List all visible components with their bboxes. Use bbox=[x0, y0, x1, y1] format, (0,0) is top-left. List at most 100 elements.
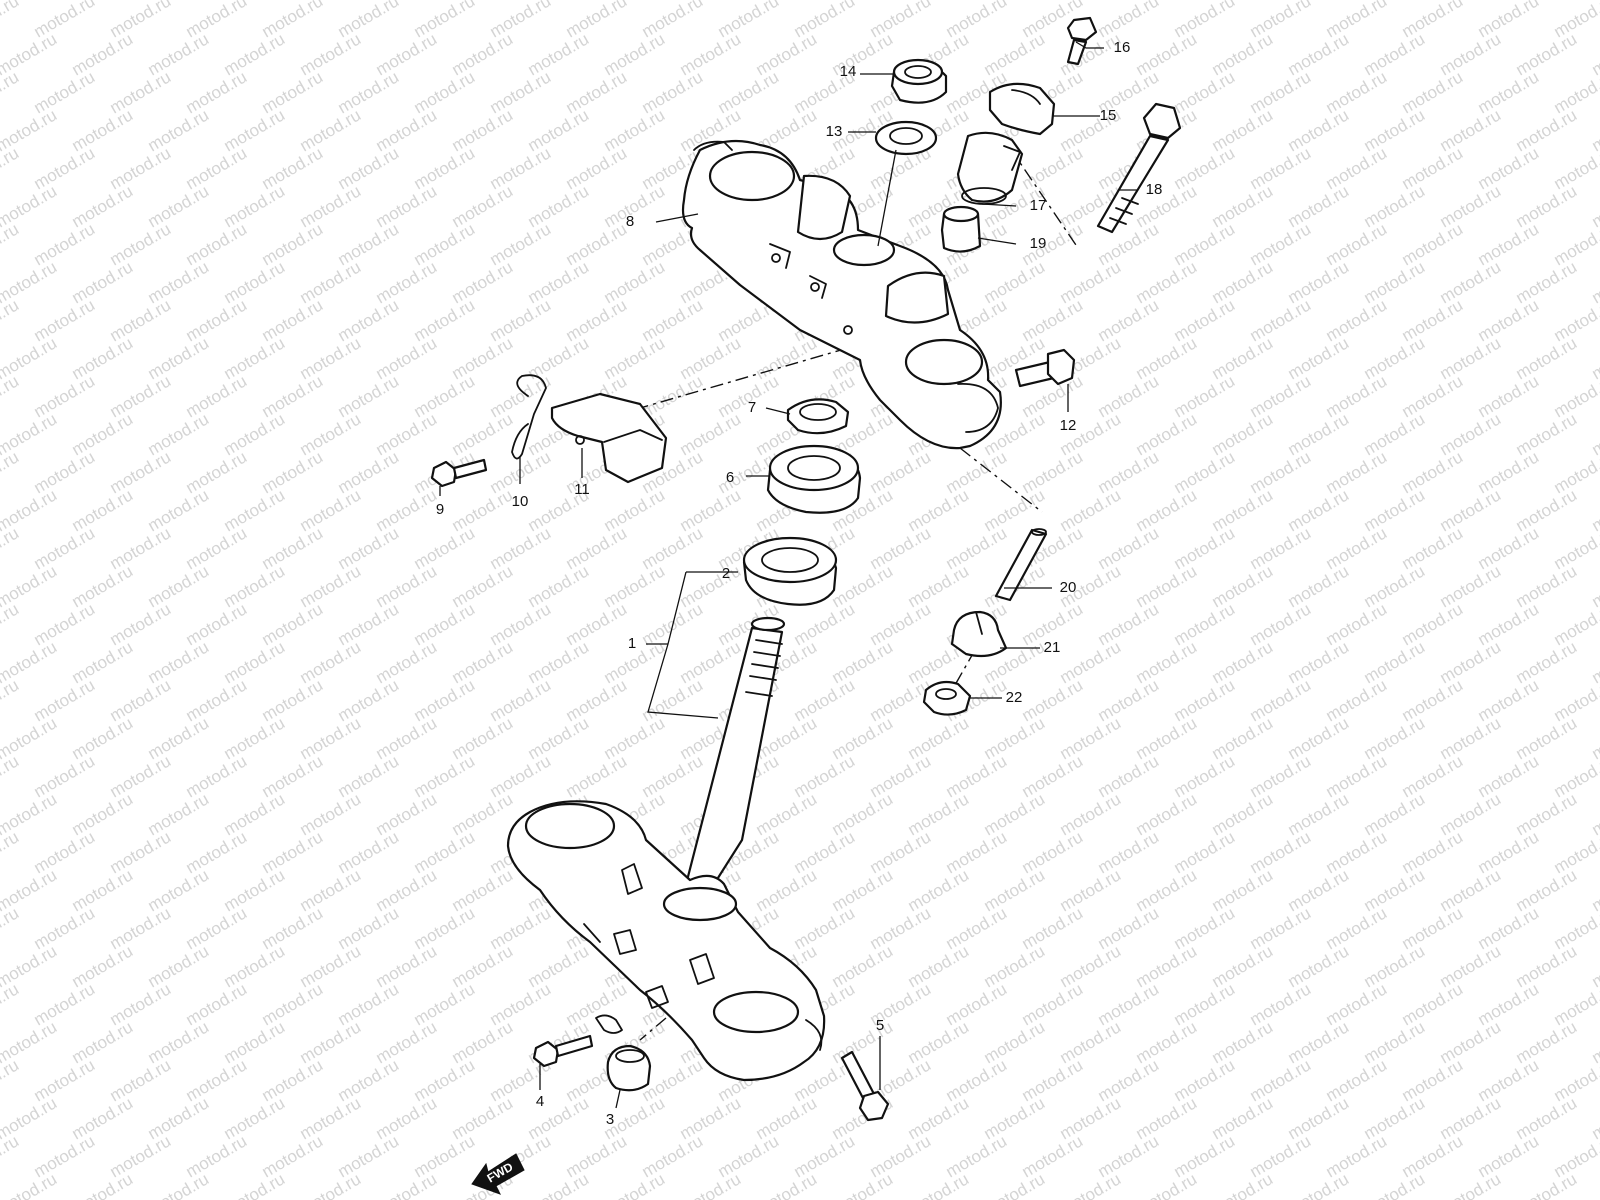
watermark-text: motod.ru bbox=[905, 941, 973, 991]
watermark-text: motod.ru bbox=[1019, 143, 1087, 193]
pinch-bolt-head bbox=[1046, 348, 1076, 386]
leader-lines bbox=[439, 41, 1138, 1109]
watermark-text: motod.ru bbox=[867, 827, 935, 877]
watermark-text: motod.ru bbox=[145, 713, 213, 763]
watermark-text: motod.ru bbox=[981, 1093, 1049, 1143]
watermark-text: motod.ru bbox=[335, 371, 403, 421]
watermark-text: motod.ru bbox=[411, 903, 479, 953]
watermark-text: motod.ru bbox=[1399, 447, 1467, 497]
watermark-text: motod.ru bbox=[1095, 295, 1163, 345]
watermark-text: motod.ru bbox=[411, 371, 479, 421]
watermark-text: motod.ru bbox=[297, 1093, 365, 1143]
watermark-text: motod.ru bbox=[449, 1017, 517, 1067]
watermark-text: motod.ru bbox=[905, 561, 973, 611]
watermark-text: motod.ru bbox=[525, 105, 593, 155]
watermark-text: motod.ru bbox=[449, 865, 517, 915]
watermark-text: motod.ru bbox=[1171, 675, 1239, 725]
watermark-text: motod.ru bbox=[1209, 333, 1277, 383]
stopper-bracket bbox=[550, 392, 668, 484]
watermark-text: motod.ru bbox=[1057, 1093, 1125, 1143]
stopper-pin-body bbox=[994, 528, 1048, 602]
clamp-bolt-shank bbox=[554, 1034, 594, 1058]
watermark-text: motod.ru bbox=[1171, 1055, 1239, 1105]
callout-number-6: 6 bbox=[726, 469, 734, 486]
watermark-text: motod.ru bbox=[981, 865, 1049, 915]
watermark-text: motod.ru bbox=[31, 903, 99, 953]
watermark-text: motod.ru bbox=[677, 485, 745, 535]
watermark-text: motod.ru bbox=[221, 713, 289, 763]
watermark-text: motod.ru bbox=[1399, 1055, 1467, 1105]
watermark-text: motod.ru bbox=[753, 333, 821, 383]
watermark-text: motod.ru bbox=[1209, 485, 1277, 535]
watermark-text: motod.ru bbox=[1209, 865, 1277, 915]
watermark-text: motod.ru bbox=[1551, 371, 1600, 421]
watermark-text: motod.ru bbox=[943, 979, 1011, 1029]
watermark-text: motod.ru bbox=[1247, 979, 1315, 1029]
watermark-text: motod.ru bbox=[981, 29, 1049, 79]
watermark-text: motod.ru bbox=[677, 1093, 745, 1143]
watermark-text: motod.ru bbox=[1513, 409, 1581, 459]
watermark-text: motod.ru bbox=[1551, 979, 1600, 1029]
watermark-text: motod.ru bbox=[943, 447, 1011, 497]
hex-nut bbox=[922, 680, 972, 716]
watermark-text: motod.ru bbox=[1095, 599, 1163, 649]
watermark-text: motod.ru bbox=[183, 67, 251, 117]
handlebar-holder-upper-body bbox=[988, 82, 1056, 136]
watermark-text: motod.ru bbox=[1285, 257, 1353, 307]
watermark-text: motod.ru bbox=[1133, 561, 1201, 611]
upper-bracket-hole bbox=[810, 282, 820, 292]
watermark-text: motod.ru bbox=[449, 485, 517, 535]
watermark-text: motod.ru bbox=[1551, 143, 1600, 193]
grommet-body bbox=[606, 1044, 652, 1092]
watermark-text: motod.ru bbox=[1247, 751, 1315, 801]
watermark-text: motod.ru bbox=[1057, 789, 1125, 839]
watermark-text: motod.ru bbox=[1171, 827, 1239, 877]
upper-bearing bbox=[766, 444, 862, 514]
watermark-text: motod.ru bbox=[373, 1017, 441, 1067]
stem-nut bbox=[890, 58, 948, 104]
watermark-text: motod.ru bbox=[1437, 789, 1505, 839]
watermark-text: motod.ru bbox=[449, 333, 517, 383]
watermark-text: motod.ru bbox=[1209, 637, 1277, 687]
watermark-text: motod.ru bbox=[183, 523, 251, 573]
watermark-text: motod.ru bbox=[1019, 675, 1087, 725]
watermark-text: motod.ru bbox=[1209, 1169, 1277, 1200]
watermark-text: motod.ru bbox=[639, 751, 707, 801]
watermark-text: motod.ru bbox=[753, 1093, 821, 1143]
watermark-text: motod.ru bbox=[259, 447, 327, 497]
watermark-text: motod.ru bbox=[221, 485, 289, 535]
watermark-text: motod.ru bbox=[867, 903, 935, 953]
watermark-text: motod.ru bbox=[1361, 105, 1429, 155]
callout-number-2: 2 bbox=[722, 565, 730, 582]
watermark-text: motod.ru bbox=[1133, 409, 1201, 459]
watermark-text: motod.ru bbox=[221, 105, 289, 155]
watermark-text: motod.ru bbox=[677, 637, 745, 687]
watermark-text: motod.ru bbox=[1513, 637, 1581, 687]
leader-line-19 bbox=[977, 237, 1017, 245]
watermark-text: motod.ru bbox=[1171, 599, 1239, 649]
watermark-text: motod.ru bbox=[943, 751, 1011, 801]
watermark-text: motod.ru bbox=[411, 751, 479, 801]
watermark-text: motod.ru bbox=[677, 29, 745, 79]
watermark-text: motod.ru bbox=[335, 219, 403, 269]
watermark-text: motod.ru bbox=[31, 67, 99, 117]
watermark-text: motod.ru bbox=[107, 523, 175, 573]
watermark-text: motod.ru bbox=[69, 1093, 137, 1143]
watermark-text: motod.ru bbox=[411, 599, 479, 649]
handlebar-holder-lower bbox=[956, 131, 1024, 205]
clamp-bolt bbox=[532, 1034, 594, 1068]
watermark-text: motod.ru bbox=[297, 1169, 365, 1200]
watermark-text: motod.ru bbox=[563, 523, 631, 573]
watermark-text: motod.ru bbox=[69, 789, 137, 839]
watermark-text: motod.ru bbox=[601, 561, 669, 611]
watermark-text: motod.ru bbox=[1513, 333, 1581, 383]
watermark-text: motod.ru bbox=[221, 333, 289, 383]
watermark-text: motod.ru bbox=[1019, 903, 1087, 953]
watermark-text: motod.ru bbox=[1323, 1131, 1391, 1181]
watermark-text: motod.ru bbox=[639, 295, 707, 345]
handlebar-holder-lower-notch bbox=[1003, 145, 1021, 171]
fwd-arrow-icon bbox=[471, 1153, 525, 1195]
spring-pin-wire bbox=[511, 374, 547, 460]
washer bbox=[874, 120, 938, 156]
watermark-text: motod.ru bbox=[1133, 29, 1201, 79]
